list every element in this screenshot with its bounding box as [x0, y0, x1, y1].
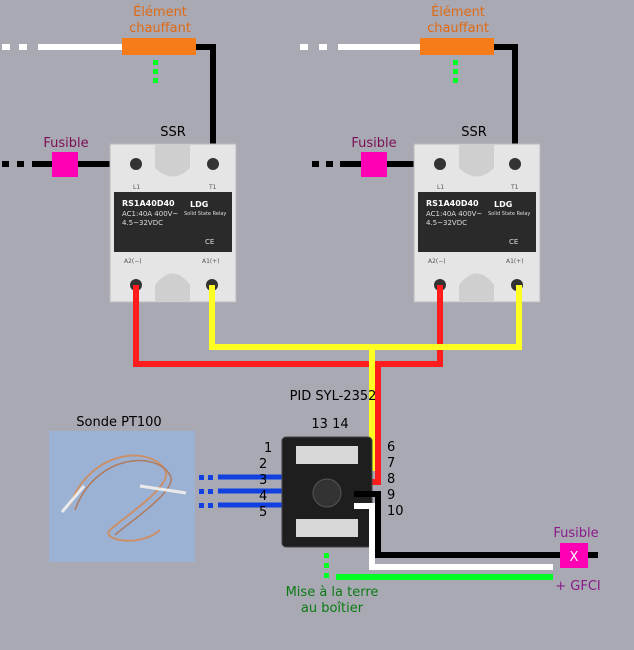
probe-rod [60, 485, 86, 513]
pid-term-7: 7 [387, 456, 395, 471]
relay-model: RS1A40D40 [426, 199, 479, 208]
dot [453, 69, 458, 74]
term-t1: T1 [208, 184, 217, 191]
dot [453, 78, 458, 83]
terminal-screw [207, 158, 219, 170]
relay-ce: CE [205, 238, 214, 246]
relay-rating1: AC1:40A 400V~ [426, 210, 482, 218]
dot [153, 60, 158, 65]
dot [453, 60, 458, 65]
fuse-label-right: Fusible [351, 136, 396, 151]
dot [324, 573, 329, 578]
pid-term-8: 8 [387, 472, 395, 487]
pid-term-10: 10 [387, 504, 404, 519]
probe-photo-bg [49, 431, 195, 562]
ground-label-line1: Mise à la terre [286, 585, 379, 600]
relay-brand: LDG [190, 200, 208, 209]
pid-term-6: 6 [387, 440, 395, 455]
probe-cable [74, 459, 172, 536]
pid-term-2: 2 [259, 457, 267, 472]
fuse-label-left: Fusible [43, 136, 88, 151]
relay-model: RS1A40D40 [122, 199, 175, 208]
term-l1: L1 [437, 184, 444, 191]
dot [2, 161, 9, 167]
relay-label-panel [114, 192, 232, 252]
pid-power-wiring: X Fusible + GFCI Mise à la terre au boît… [286, 491, 601, 616]
dot [153, 78, 158, 83]
term-a2: A2(−) [124, 258, 142, 265]
fuse-left [52, 152, 78, 177]
fuse-right [361, 152, 387, 177]
probe-cable [69, 454, 168, 542]
term-a2: A2(−) [428, 258, 446, 265]
relay-label-panel [418, 192, 536, 252]
red-wire [133, 285, 443, 367]
relay-rating1: AC1:40A 400V~ [122, 210, 178, 218]
pid-term-9: 9 [387, 488, 395, 503]
pid-term-5: 5 [259, 505, 267, 520]
relay-ce: CE [509, 238, 518, 246]
dot [300, 44, 308, 50]
dot [324, 553, 329, 558]
fuse-gfci [560, 543, 588, 568]
probe-photo: Sonde PT100 [49, 415, 195, 562]
fuse-x: X [570, 550, 579, 565]
yellow-wire [209, 285, 522, 350]
pid-term-4: 4 [259, 489, 267, 504]
ssr-right: SSR L1 T1 RS1A40D40 AC1:40A 400V~ 4.5~32… [413, 125, 541, 303]
relay-rating2: 4.5~32VDC [122, 219, 163, 227]
dot [17, 161, 24, 167]
ground-label-line2: au boîtier [301, 601, 364, 616]
heater-element-left [122, 38, 196, 55]
probe-rod [139, 484, 187, 495]
pid-term-3: 3 [259, 473, 267, 488]
white-wire [354, 503, 553, 570]
term-l1: L1 [133, 184, 140, 191]
pid-terminal-strip [296, 519, 358, 537]
black-wire [354, 491, 560, 558]
dot [153, 69, 158, 74]
pid-label: PID SYL-2352 [290, 389, 377, 404]
relay-brand-sub: Solid State Relay [184, 211, 226, 217]
fuse-label-gfci: Fusible [553, 526, 598, 541]
pid-controller: PID SYL-2352 13 14 1 2 3 4 5 6 7 8 9 10 [259, 389, 404, 548]
pid-top-terminals: 13 14 [311, 417, 348, 432]
relay-notch [459, 273, 494, 302]
ssr-label-left: SSR [160, 125, 186, 140]
dot [19, 44, 27, 50]
relay-rating2: 4.5~32VDC [426, 219, 467, 227]
pid-term-1: 1 [264, 441, 272, 456]
dot [324, 563, 329, 568]
gfci-label: + GFCI [555, 579, 601, 594]
heater-element-right [420, 38, 494, 55]
pid-terminal-strip [296, 446, 358, 464]
dot [326, 161, 333, 167]
relay-notch [155, 144, 190, 177]
relay-notch [155, 273, 190, 302]
ssr-label-right: SSR [461, 125, 487, 140]
terminal-screw [434, 158, 446, 170]
black-wire [196, 44, 216, 168]
probe-label: Sonde PT100 [76, 415, 161, 430]
relay-brand: LDG [494, 200, 512, 209]
dot [319, 44, 327, 50]
terminal-screw [130, 158, 142, 170]
relay-brand-sub: Solid State Relay [488, 211, 530, 217]
pid-center [312, 478, 342, 508]
term-a1: A1(+) [506, 258, 524, 265]
black-wire [494, 44, 518, 168]
dot [2, 44, 10, 50]
terminal-screw [509, 158, 521, 170]
dot [312, 161, 319, 167]
ssr-left: SSR L1 T1 RS1A40D40 AC1:40A 400V~ 4.5~32… [109, 125, 237, 303]
relay-notch [459, 144, 494, 177]
term-t1: T1 [510, 184, 519, 191]
term-a1: A1(+) [202, 258, 220, 265]
